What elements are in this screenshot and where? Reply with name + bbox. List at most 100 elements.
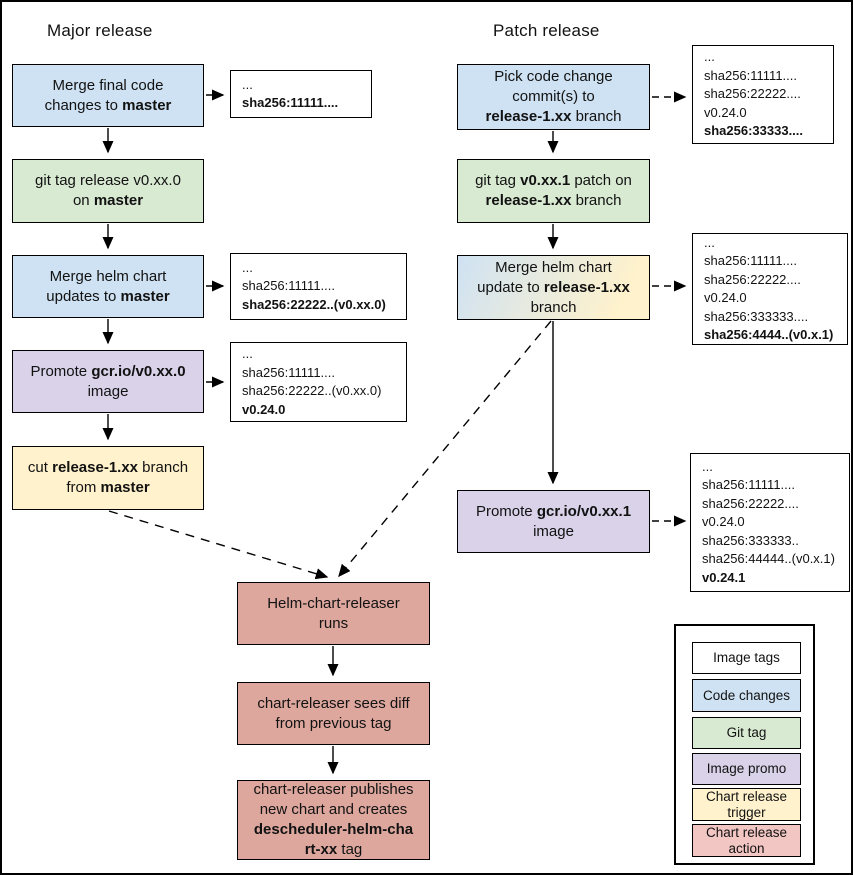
text-segment: sha256:333333.... [704,308,809,324]
text-line: sha256:11111.... [704,252,847,271]
text-segment: sha256:33333.... [704,123,804,139]
sha-box-3: ... sha256:11111.... sha256:22222..(v0.xx.… [230,342,407,422]
text-segment: ... [242,346,253,361]
text-line: sha256:22222.... [704,85,833,104]
text-line: sha256:33333.... [704,122,833,141]
text-line: commit(s) to [512,87,595,107]
heading-major-release: Major release [47,21,153,40]
text-line: runs [319,614,348,634]
flow-box-merge-final-code: Merge final code changes to master [12,64,204,127]
text-segment: branch [571,108,622,125]
text-segment: release-1.xx [485,108,572,125]
text-segment: sha256:22222.... [704,271,801,287]
text-line: git tag release v0.xx.0 [35,171,181,191]
text-segment: ... [704,234,715,250]
text-segment: chart-releaser publishes [253,781,414,798]
text-segment: ... [242,259,253,275]
text-segment: tag [337,841,363,858]
text-segment: v0.xx.1 [520,172,571,189]
legend-item-chart-trigger: Chart release trigger [692,788,801,821]
text-segment: cut [27,459,53,476]
sha-box-5: ... sha256:11111....sha256:22222.... v0.24… [692,233,848,345]
text-line: chart-releaser publishes [253,780,413,800]
text-segment: master [93,192,144,209]
flow-box-pick-code-change: Pick code change commit(s) to release-1.xx… [457,64,650,130]
text-segment: Helm-chart-releaser [267,594,400,612]
text-line: Pick code change [494,67,612,87]
text-line: sha256:333333.... [704,308,847,327]
text-segment: new chart and creates [259,801,408,818]
heading-patch-release: Patch release [493,21,600,40]
text-segment: update to [477,278,544,296]
text-line: rt-xx tag [305,840,363,860]
legend-item-git-tag: Git tag [692,717,801,749]
text-line: sha256:11111.... [702,476,849,495]
text-segment: from [66,479,101,496]
text-line: sha256:22222..(v0.xx.0) [242,296,406,315]
text-segment: sha256:11111.... [702,477,795,493]
text-line: release-1.xx branch [486,107,622,127]
sha-box-2: ...sha256:11111....sha256:22222..(v0.xx.… [230,253,407,320]
text-segment: from previous tag [275,714,392,732]
text-segment: git tag [475,172,521,189]
flow-box-cut-release-branch: cut release-1.xx branch from master [12,446,204,510]
legend-label: Chart release trigger [705,789,788,820]
text-line: git tag v0.xx.1 patch on [475,171,632,191]
flow-box-promote-major: Promote gcr.io/v0.xx.0 image [12,350,204,413]
text-line: Merge helm chart [50,267,167,287]
text-line: sha256:333333.. [702,532,849,551]
text-segment: image [533,522,574,540]
text-segment: v0.24.1 [702,569,746,585]
text-segment: sha256:11111.... [242,95,339,110]
dashed-arrow-l5-c1 [108,510,329,580]
text-segment: image [87,382,129,400]
text-segment: branch [138,459,189,476]
text-segment: master [100,479,150,496]
text-segment: ... [702,458,713,474]
text-segment: gcr.io/v0.xx.1 [536,502,632,520]
text-line: descheduler-helm-cha [254,820,413,840]
text-segment: sha256:11111.... [242,364,335,380]
text-line: image [533,522,574,542]
text-segment: gcr.io/v0.xx.0 [91,362,186,380]
text-segment: on [72,192,94,209]
text-segment: sha256:22222.... [702,495,799,511]
text-segment: sha256:22222..(v0.xx.0) [242,383,382,398]
legend-item-code-changes: Code changes [692,679,801,712]
text-line: ... [242,76,371,95]
text-line: Promote gcr.io/v0.xx.1 [476,502,631,522]
text-line: update to release-1.xx [477,278,630,298]
text-segment: sha256:11111.... [704,67,797,83]
legend-label: Image promo [706,761,787,777]
text-line: v0.24.0 [704,289,847,308]
text-segment: changes to [44,96,123,114]
text-line: Merge helm chart [495,258,612,278]
text-line: on master [73,191,143,211]
text-segment: Merge final code [52,76,164,94]
text-segment: Merge helm chart [49,267,167,285]
text-segment: Pick code change [494,68,613,85]
text-line: sha256:22222..(v0.xx.0) [242,382,406,401]
flow-box-chart-releaser-runs: Helm-chart-releaser runs [237,582,430,645]
text-line: release-1.xx branch [486,191,622,211]
text-line: sha256:11111.... [242,94,371,113]
text-segment: ... [704,49,715,65]
text-segment: commit(s) to [512,88,595,105]
text-line: changes to master [45,96,172,116]
text-line: ... [704,234,847,253]
text-segment: updates to [46,287,121,305]
text-segment: Merge helm chart [495,258,612,276]
text-line: v0.24.0 [242,401,406,420]
text-segment: Promote [30,362,92,380]
legend-item-image-tags: Image tags [692,642,801,674]
text-segment: release-1.xx [52,459,139,476]
text-line: Merge final code [53,76,164,96]
text-line: from previous tag [276,714,392,734]
